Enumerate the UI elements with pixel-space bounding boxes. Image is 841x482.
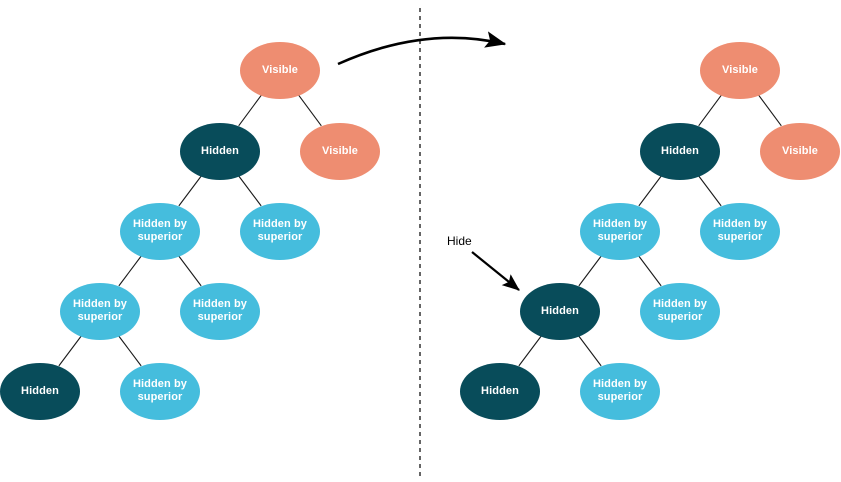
tree-node-label: Hidden by superior	[652, 298, 708, 323]
tree-node-label: Hidden by superior	[192, 298, 248, 323]
tree-node-hidden[interactable]: Hidden	[640, 122, 720, 180]
tree-node-label: Visible	[322, 144, 358, 157]
tree-node-hidden[interactable]: Hidden	[460, 362, 540, 420]
tree-node-label: Visible	[722, 63, 758, 76]
tree-node-inherited[interactable]: Hidden by superior	[240, 202, 320, 260]
tree-edge	[698, 94, 722, 127]
tree-node-inherited[interactable]: Hidden by superior	[120, 202, 200, 260]
tree-edge	[698, 175, 722, 207]
tree-edge	[238, 175, 262, 207]
tree-edge	[118, 255, 142, 287]
tree-node-hidden[interactable]: Hidden	[520, 282, 600, 340]
tree-edges	[58, 94, 782, 367]
tree-edge	[578, 335, 602, 367]
tree-edge	[178, 255, 202, 287]
tree-node-label: Hidden	[21, 384, 59, 397]
tree-node-label: Hidden by superior	[592, 218, 648, 243]
tree-node-label: Hidden by superior	[72, 298, 128, 323]
tree-node-label: Visible	[782, 144, 818, 157]
tree-node-visible[interactable]: Visible	[700, 41, 780, 99]
tree-node-inherited[interactable]: Hidden by superior	[180, 282, 260, 340]
tree-edge	[518, 335, 542, 367]
tree-node-inherited[interactable]: Hidden by superior	[580, 362, 660, 420]
tree-node-inherited[interactable]: Hidden by superior	[580, 202, 660, 260]
tree-node-inherited[interactable]: Hidden by superior	[700, 202, 780, 260]
tree-edge	[58, 335, 82, 367]
tree-node-visible[interactable]: Visible	[300, 122, 380, 180]
tree-node-label: Hidden by superior	[132, 218, 188, 243]
tree-node-label: Hidden	[481, 384, 519, 397]
tree-edge	[178, 175, 202, 207]
tree-edge	[578, 255, 602, 287]
tree-edge	[118, 335, 142, 367]
tree-node-inherited[interactable]: Hidden by superior	[120, 362, 200, 420]
tree-edge	[638, 175, 662, 207]
tree-node-label: Visible	[262, 63, 298, 76]
tree-node-label: Hidden	[201, 144, 239, 157]
hide-annotation-label: Hide	[447, 234, 472, 248]
transition-arrow	[337, 31, 507, 66]
tree-edge	[238, 94, 262, 127]
tree-edge	[758, 94, 782, 127]
tree-node-label: Hidden	[661, 144, 699, 157]
tree-node-hidden[interactable]: Hidden	[180, 122, 260, 180]
tree-node-visible[interactable]: Visible	[760, 122, 840, 180]
hide-pointer-arrow	[471, 251, 520, 291]
tree-node-inherited[interactable]: Hidden by superior	[60, 282, 140, 340]
tree-edge	[638, 255, 662, 287]
tree-node-label: Hidden by superior	[712, 218, 768, 243]
tree-node-label: Hidden by superior	[132, 378, 188, 403]
tree-node-label: Hidden by superior	[592, 378, 648, 403]
tree-node-visible[interactable]: Visible	[240, 41, 320, 99]
tree-node-hidden[interactable]: Hidden	[0, 362, 80, 420]
tree-node-inherited[interactable]: Hidden by superior	[640, 282, 720, 340]
tree-node-label: Hidden by superior	[252, 218, 308, 243]
tree-edge	[298, 94, 322, 127]
tree-node-label: Hidden	[541, 304, 579, 317]
